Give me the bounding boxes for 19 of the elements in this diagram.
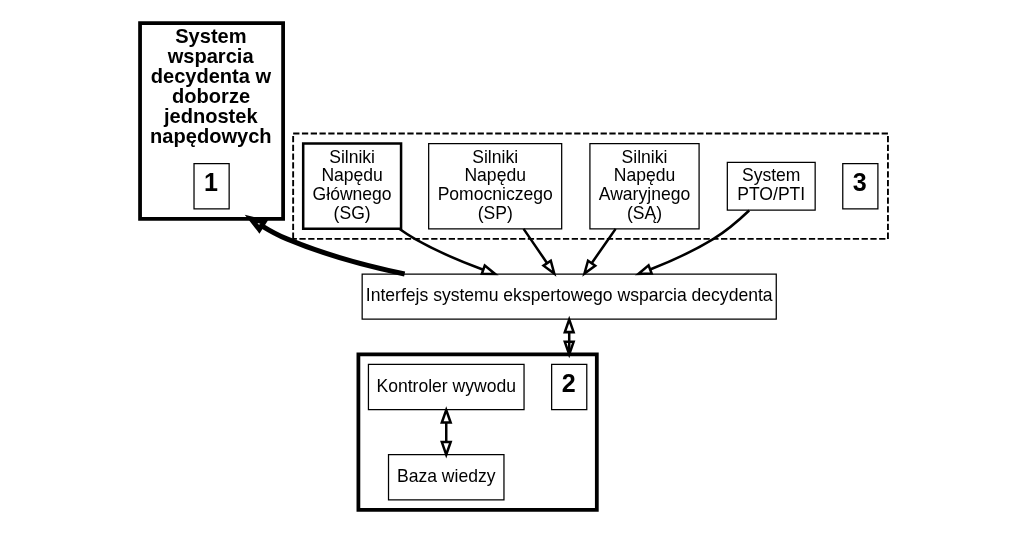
cluster: [356, 352, 599, 512]
node-box: 2: [550, 363, 587, 411]
node-box: 1: [192, 162, 230, 210]
arrow: [581, 228, 617, 277]
node-box: Silniki Napędu Awaryjnego (SĄ): [588, 142, 700, 230]
arrow: [634, 209, 750, 276]
cluster: [291, 132, 889, 240]
arrow: [562, 315, 575, 359]
node-box: Baza wiedzy: [387, 454, 505, 501]
node-box: Interfejs systemu ekspertowego wsparcia decydenta: [361, 273, 777, 320]
node-box: Silniki Napędu Pomocniczego (SP): [427, 142, 562, 230]
arrow: [244, 214, 405, 277]
node-box: System PTO/PTI: [726, 161, 816, 211]
arrow: [398, 228, 499, 276]
arrow: [439, 406, 452, 459]
arrow: [522, 228, 556, 277]
node-box: Kontroler wywodu: [367, 363, 525, 411]
node-box: Silniki Napędu Głównego (SG): [301, 142, 402, 231]
node-box: 3: [841, 162, 879, 210]
